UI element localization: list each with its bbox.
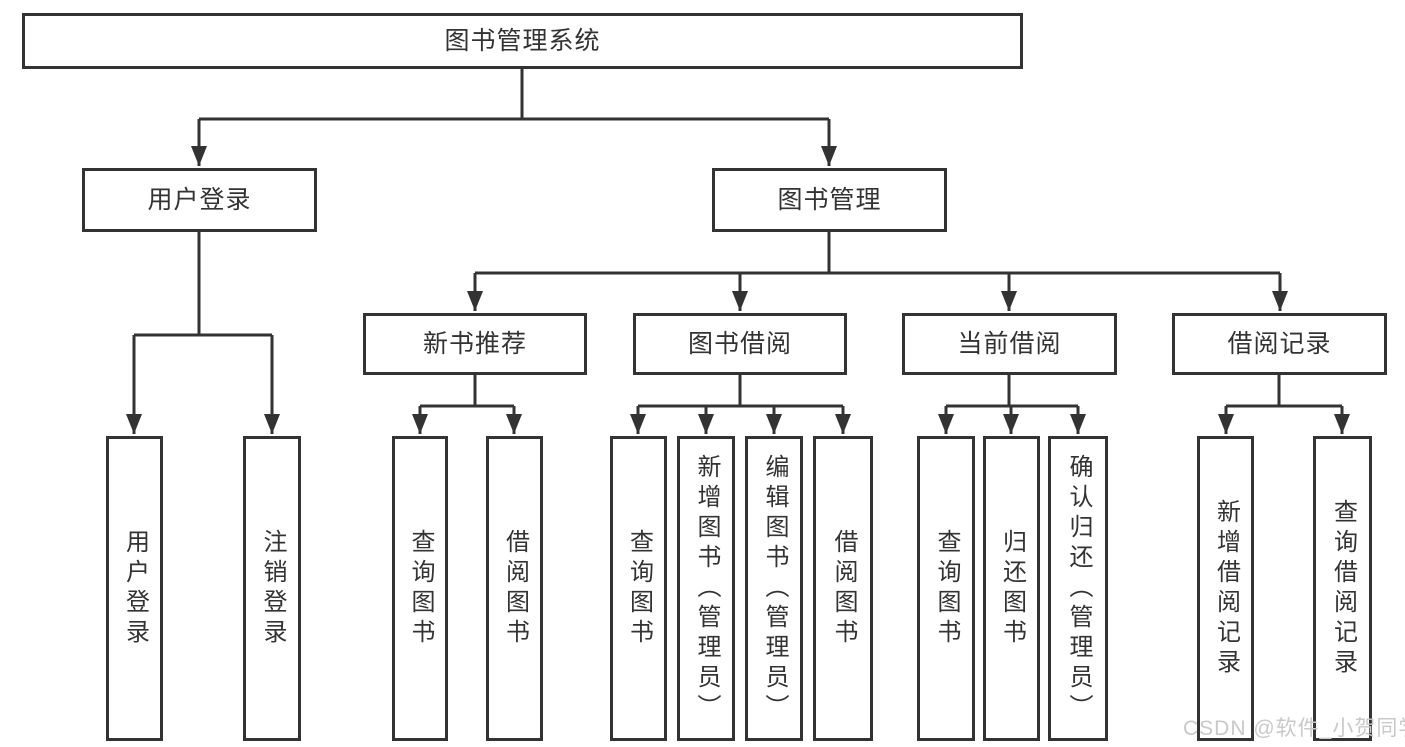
- leaf-return-book: 归还图书: [983, 436, 1040, 741]
- leaf-query-borrow-record: 查询借阅记录: [1313, 436, 1372, 741]
- connector-user-login-children: [126, 232, 280, 434]
- leaf-borrow-query-book: 查询图书: [610, 436, 667, 741]
- node-user-login: 用户登录: [82, 168, 317, 232]
- connector-root-to-level2: [191, 69, 837, 166]
- leaf-recommend-query-book: 查询图书: [392, 436, 448, 741]
- node-borrow-record: 借阅记录: [1172, 313, 1387, 375]
- connector-new-book-rec-children: [412, 375, 522, 434]
- leaf-add-book-admin: 新增图书（管理员）: [677, 436, 735, 741]
- leaf-logout: 注销登录: [243, 436, 301, 741]
- leaf-confirm-return-admin: 确认归还（管理员）: [1048, 436, 1108, 741]
- leaf-borrow-book: 借阅图书: [813, 436, 873, 741]
- leaf-add-borrow-record: 新增借阅记录: [1197, 436, 1254, 741]
- csdn-watermark: CSDN @软件_小贺同学: [1183, 717, 1405, 740]
- leaf-current-query-book: 查询图书: [917, 436, 975, 741]
- node-current-borrow: 当前借阅: [902, 313, 1117, 375]
- connector-book-borrow-children: [630, 375, 851, 434]
- node-new-book-recommend: 新书推荐: [363, 313, 587, 375]
- leaf-user-login: 用户登录: [106, 436, 163, 741]
- connector-book-mgmt-children: [467, 232, 1288, 311]
- connector-current-borrow-children: [938, 375, 1086, 434]
- connector-borrow-record-children: [1218, 375, 1350, 434]
- node-book-borrow: 图书借阅: [633, 313, 847, 375]
- leaf-edit-book-admin: 编辑图书（管理员）: [745, 436, 803, 741]
- node-book-management: 图书管理: [712, 168, 947, 232]
- leaf-recommend-borrow-book: 借阅图书: [486, 436, 543, 741]
- node-root-system: 图书管理系统: [22, 13, 1023, 69]
